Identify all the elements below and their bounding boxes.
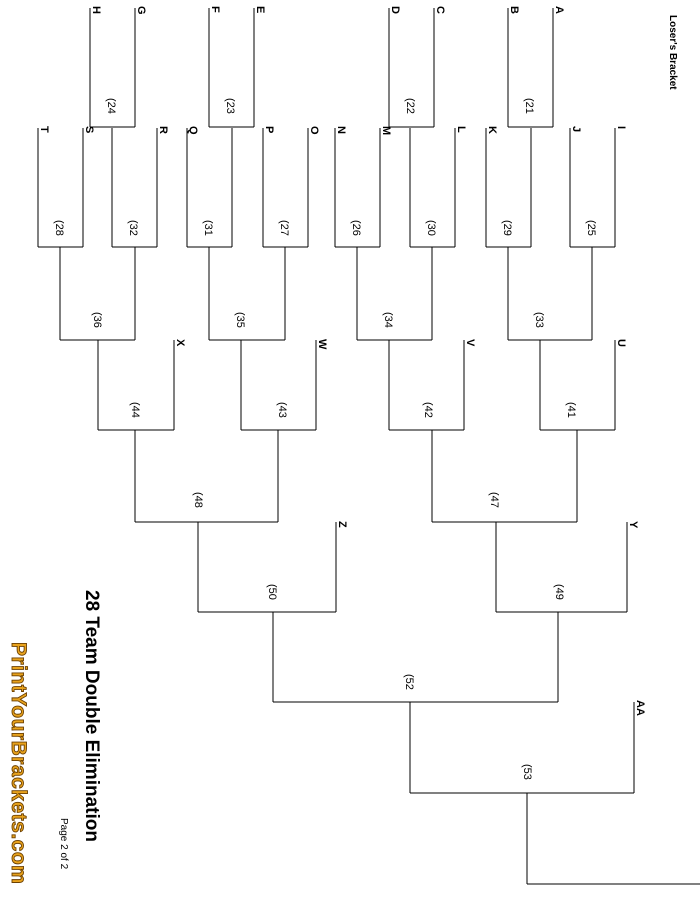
game-number: (27	[278, 220, 290, 236]
slot-label: C	[434, 6, 446, 14]
game-number: (30	[425, 220, 437, 236]
slot-label: Y	[627, 521, 639, 529]
game-number: (47	[488, 492, 500, 508]
slot-label: Q	[187, 126, 199, 135]
game-number: (44	[129, 402, 141, 418]
game-number: (28	[53, 220, 65, 236]
game-number: (34	[382, 312, 394, 328]
slot-label: M	[380, 126, 392, 135]
slot-label: H	[90, 6, 102, 14]
game-number: (49	[553, 584, 565, 600]
brand-logo: PrintYourBrackets.com	[7, 642, 30, 884]
game-number: (22	[404, 98, 416, 114]
bracket-heading: Loser's Bracket	[667, 15, 678, 90]
game-number: (48	[192, 492, 204, 508]
slot-label: V	[464, 339, 476, 347]
game-number: (25	[585, 220, 597, 236]
slot-label: G	[135, 6, 147, 15]
slot-label: B	[508, 6, 520, 14]
slot-label: O	[308, 126, 320, 135]
game-number: (23	[224, 98, 236, 114]
slot-label: R	[157, 126, 169, 134]
slot-label: E	[254, 6, 266, 13]
game-number: (35	[234, 312, 246, 328]
slot-label: U	[615, 339, 627, 347]
page-number: Page 2 of 2	[58, 818, 69, 870]
slot-label: D	[389, 6, 401, 14]
game-number: (32	[127, 220, 139, 236]
page-title: 28 Team Double Elimination	[81, 590, 102, 842]
slot-label: N	[335, 126, 347, 134]
game-number: (50	[266, 584, 278, 600]
slot-label: I	[615, 126, 627, 129]
slot-label: Z	[336, 521, 348, 528]
bracket-lines	[37, 8, 700, 885]
slot-label: L	[455, 126, 467, 133]
game-number: (26	[350, 220, 362, 236]
slot-label: P	[263, 126, 275, 133]
game-number: (33	[533, 312, 545, 328]
game-number: (21	[523, 98, 535, 114]
game-labels: (21 (22 (23 (24 (25 (29 (30 (26 (27 (31 …	[53, 98, 597, 780]
slot-label: AA	[634, 700, 646, 716]
slot-label: A	[553, 6, 565, 14]
game-number: (52	[403, 674, 415, 690]
game-number: (42	[422, 402, 434, 418]
slot-label: X	[174, 339, 186, 347]
game-number: (29	[501, 220, 513, 236]
slot-label: K	[486, 126, 498, 134]
game-number: (24	[105, 98, 117, 114]
slot-label: F	[209, 6, 221, 13]
slot-label: W	[316, 339, 328, 350]
slot-label: S	[83, 126, 95, 133]
game-number: (43	[276, 402, 288, 418]
game-number: (41	[565, 402, 577, 418]
game-number: (36	[91, 312, 103, 328]
slot-labels: A B C D E F G H I J K L M N O P Q R S T …	[38, 6, 646, 716]
slot-label: T	[38, 126, 50, 133]
slot-label: J	[570, 126, 582, 132]
game-number: (31	[202, 220, 214, 236]
game-number: (53	[521, 764, 533, 780]
